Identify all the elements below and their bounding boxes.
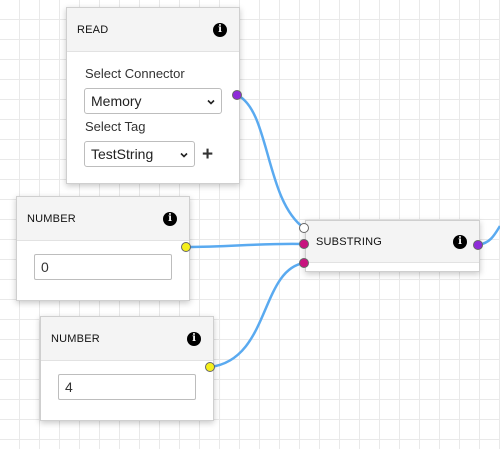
connector-select-value: Memory [91, 93, 142, 109]
substring-node-header[interactable]: SUBSTRING i [306, 221, 479, 263]
number-node-1-title: NUMBER [27, 212, 76, 225]
number-node-2[interactable]: NUMBER i 4 [40, 316, 214, 421]
number-node-1-header[interactable]: NUMBER i [17, 197, 189, 241]
info-icon[interactable]: i [163, 211, 177, 226]
wire-read-to-substring[interactable] [236, 93, 305, 230]
substring-input-port-start[interactable] [299, 239, 309, 249]
number-2-input[interactable]: 4 [58, 374, 196, 400]
info-icon[interactable]: i [187, 331, 201, 346]
read-node[interactable]: READ i Select Connector Memory Select Ta… [66, 7, 240, 184]
substring-input-port-length[interactable] [299, 258, 309, 268]
plus-icon[interactable]: + [202, 144, 214, 165]
chevron-down-icon [207, 99, 215, 105]
number-node-2-header[interactable]: NUMBER i [41, 317, 213, 361]
number-1-value: 0 [41, 259, 49, 275]
connector-select[interactable]: Memory [84, 88, 222, 114]
number-1-input[interactable]: 0 [34, 254, 172, 280]
substring-node[interactable]: SUBSTRING i [305, 220, 480, 272]
select-connector-label: Select Connector [85, 66, 185, 81]
read-node-title: READ [77, 23, 109, 36]
substring-input-port-string[interactable] [299, 223, 309, 233]
number-1-output-port[interactable] [181, 242, 191, 252]
substring-node-title: SUBSTRING [316, 235, 382, 248]
read-node-header[interactable]: READ i [67, 8, 239, 52]
tag-select[interactable]: TestString [84, 141, 195, 167]
number-2-value: 4 [65, 379, 73, 395]
substring-output-port[interactable] [473, 240, 483, 250]
number-2-output-port[interactable] [205, 362, 215, 372]
number-node-1[interactable]: NUMBER i 0 [16, 196, 190, 301]
info-icon[interactable]: i [453, 234, 467, 249]
select-tag-label: Select Tag [85, 119, 146, 134]
wire-number1-to-substring[interactable] [185, 242, 305, 249]
number-node-2-title: NUMBER [51, 332, 100, 345]
chevron-down-icon [180, 152, 188, 158]
info-icon[interactable]: i [213, 22, 227, 37]
wire-number2-to-substring[interactable] [209, 261, 305, 369]
read-output-port[interactable] [232, 90, 242, 100]
tag-select-value: TestString [91, 146, 154, 162]
